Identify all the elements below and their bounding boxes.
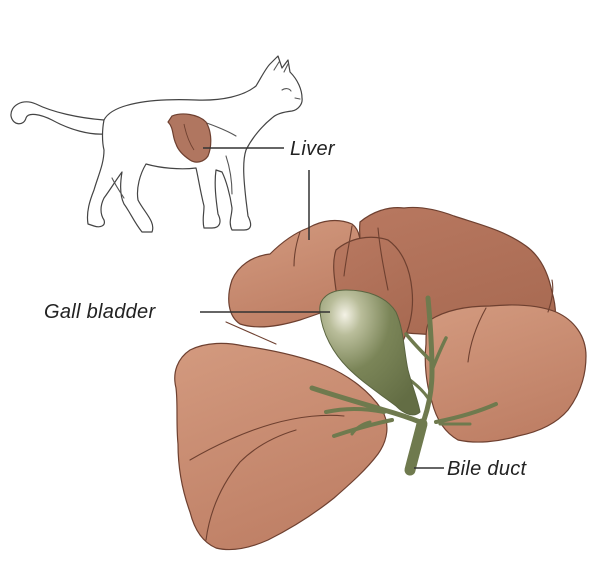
cat-leg-contour — [111, 177, 125, 199]
liver-fissure — [189, 414, 345, 461]
common-bile-duct — [404, 418, 428, 476]
hepatic-duct-branch — [404, 332, 432, 362]
liver-annotation: Liver — [203, 138, 336, 240]
gall-bladder-label: Gall bladder — [44, 301, 156, 323]
cat-liver-lobe-line — [183, 123, 195, 151]
hepatic-duct-branch — [430, 336, 448, 372]
cat-liver-highlight — [167, 113, 212, 163]
liver-fissure — [547, 279, 554, 313]
hepatic-duct-upper — [421, 295, 435, 423]
hepatic-duct-right — [434, 402, 498, 424]
hepatic-duct-branch — [324, 407, 386, 414]
cat-leg-contour — [225, 155, 233, 195]
liver-fissure — [467, 307, 487, 363]
liver-label: Liver — [290, 138, 336, 160]
cat-nose — [294, 97, 301, 100]
gall-bladder-icon — [319, 289, 421, 416]
cat-eye — [281, 88, 292, 92]
bile-duct-icon — [309, 295, 498, 476]
hepatic-duct-branch — [332, 418, 394, 438]
bile-duct-label: Bile duct — [447, 458, 528, 480]
hepatic-duct-branch — [350, 420, 372, 436]
bile-duct-annotation: Bile duct — [414, 458, 528, 480]
liver-fissure — [293, 231, 301, 267]
cat-illustration — [10, 55, 303, 233]
liver-fissure — [205, 429, 297, 541]
cat-tail — [10, 101, 105, 135]
liver-fissure — [343, 225, 353, 277]
liver-fissure — [225, 321, 277, 345]
cat-ear-inner — [283, 63, 289, 73]
liver-fissure — [377, 227, 389, 291]
liver-lobe-right — [424, 304, 587, 443]
gall-bladder — [319, 289, 421, 416]
gall-bladder-annotation: Gall bladder — [44, 301, 330, 323]
cat-ear-inner — [273, 61, 280, 71]
hepatic-duct-branch — [408, 378, 430, 400]
